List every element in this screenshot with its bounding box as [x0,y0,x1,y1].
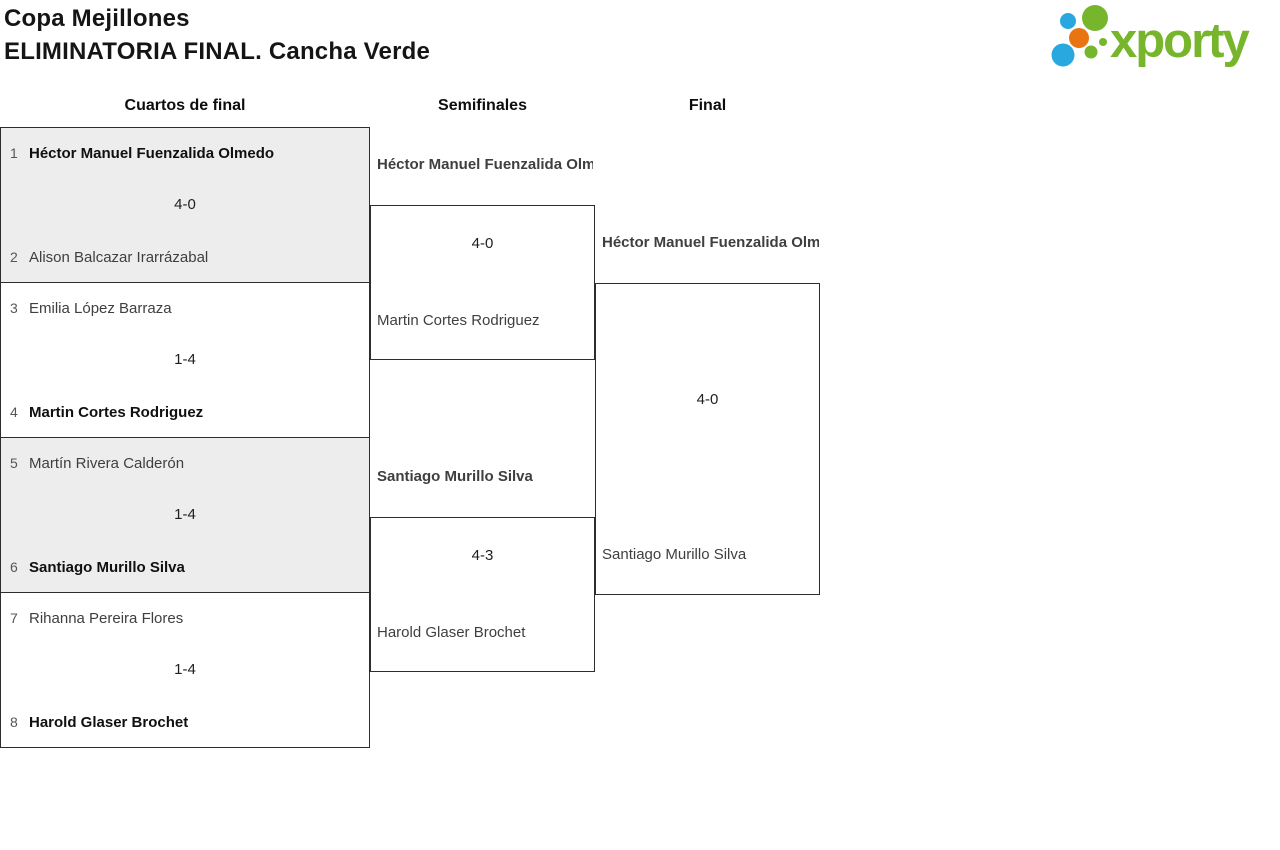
player-name: Martin Cortes Rodriguez [29,404,204,421]
round-header-final: Final [688,97,727,114]
player-name: Santiago Murillo Silva [602,546,747,563]
round-header-quarterfinals: Cuartos de final [124,97,246,114]
seed-number: 6 [10,559,18,575]
qf-match-4: 7 Rihanna Pereira Flores 1-4 8 Harold Gl… [0,592,370,748]
match-score: 4-0 [174,196,196,213]
player-name: Alison Balcazar Irarrázabal [29,249,209,266]
player-name: Rihanna Pereira Flores [29,610,184,627]
round-header-semifinals: Semifinales [438,97,527,114]
qf4-bottom-slot: 8 Harold Glaser Brochet [10,712,188,733]
qf3-bottom-slot: 6 Santiago Murillo Silva [10,557,185,578]
qf-match-1: 1 Héctor Manuel Fuenzalida Olmedo 4-0 2 … [0,127,370,283]
qf-match-3: 5 Martín Rivera Calderón 1-4 6 Santiago … [0,437,370,593]
player-name: Harold Glaser Brochet [29,714,189,731]
sf-match-1 [370,205,595,360]
qf2-bottom-slot: 4 Martin Cortes Rodriguez [10,402,203,423]
xporty-wordmark: xporty [1110,14,1250,68]
qf1-top-slot: 1 Héctor Manuel Fuenzalida Olmedo [10,143,274,164]
player-name: Héctor Manuel Fuenzalida Olm [377,156,593,173]
player-name: Harold Glaser Brochet [377,624,526,641]
seed-number: 3 [10,300,18,316]
player-name: Santiago Murillo Silva [377,468,533,485]
match-score: 1-4 [174,506,196,523]
stage-name: ELIMINATORIA FINAL. Cancha Verde [4,38,431,65]
qf3-top-slot: 5 Martín Rivera Calderón [10,453,184,474]
player-name: Héctor Manuel Fuenzalida Olmedo [29,145,275,162]
player-name: Martin Cortes Rodriguez [377,312,540,329]
match-score: 1-4 [174,351,196,368]
qf1-bottom-slot: 2 Alison Balcazar Irarrázabal [10,247,208,268]
seed-number: 5 [10,455,18,471]
match-score: 4-0 [471,235,494,252]
sf-match-2 [370,517,595,672]
seed-number: 2 [10,249,18,265]
tournament-name: Copa Mejillones [4,5,190,32]
match-score: 1-4 [174,661,196,678]
player-name: Héctor Manuel Fuenzalida Olm [602,234,819,251]
xporty-logo[interactable]: xporty [1038,4,1278,68]
qf2-top-slot: 3 Emilia López Barraza [10,298,172,319]
xporty-logo-dots-icon [1051,5,1108,67]
qf4-top-slot: 7 Rihanna Pereira Flores [10,608,183,629]
seed-number: 8 [10,714,18,730]
final-match [595,283,820,595]
page-title: Copa Mejillones ELIMINATORIA FINAL. Canc… [4,2,430,68]
qf-match-2: 3 Emilia López Barraza 1-4 4 Martin Cort… [0,282,370,438]
player-name: Emilia López Barraza [29,300,172,317]
seed-number: 1 [10,145,18,161]
seed-number: 4 [10,404,18,420]
player-name: Santiago Murillo Silva [29,559,185,576]
player-name: Martín Rivera Calderón [29,455,185,472]
match-score: 4-0 [696,391,719,408]
seed-number: 7 [10,610,18,626]
match-score: 4-3 [471,547,494,564]
